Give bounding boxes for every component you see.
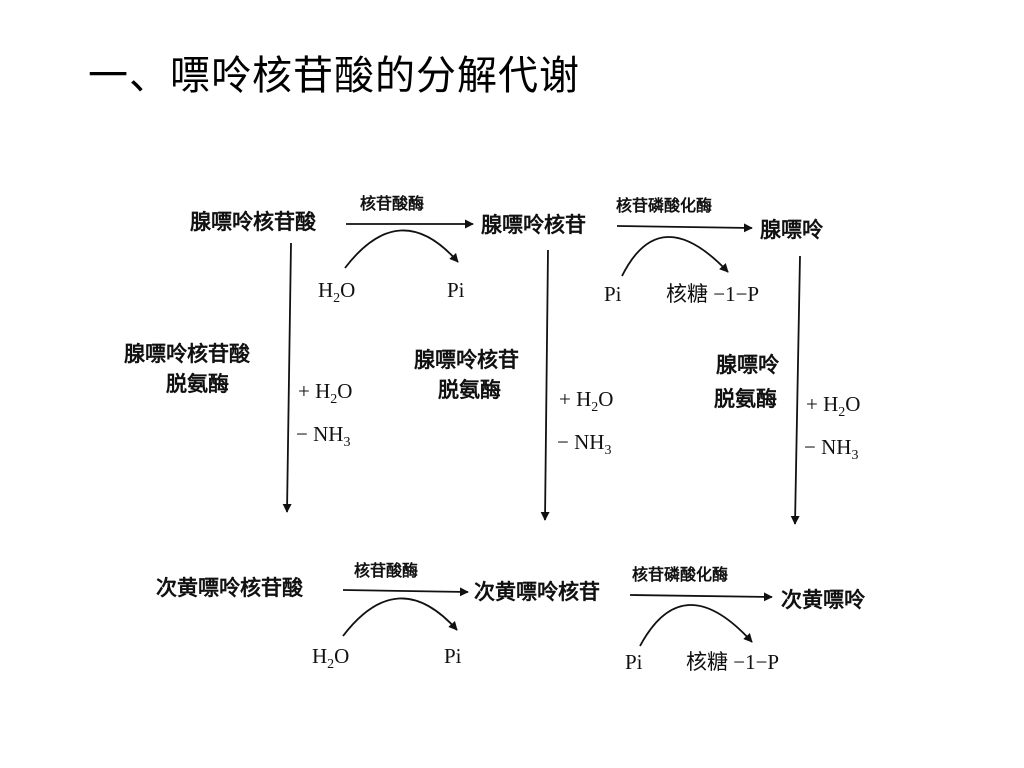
enzyme-label-adenine-deaminase-line1: 腺嘌呤 [716, 353, 780, 377]
plus-water-label-1: + H2O [298, 379, 352, 407]
enzyme-label-nucleotidase-2: 核苷酸酶 [354, 561, 418, 580]
pi-label-4: Pi [625, 650, 643, 674]
enzyme-label-amp-deaminase-line1: 腺嘌呤核苷酸 [124, 342, 251, 366]
compound-imp: 次黄嘌呤核苷酸 [156, 576, 304, 600]
cosubstrate-curve-2 [621, 236, 729, 277]
compound-hypoxanthine: 次黄嘌呤 [781, 588, 866, 612]
enzyme-label-nucleotidase-1: 核苷酸酶 [360, 194, 424, 213]
slide-title: 一、嘌呤核苷酸的分解代谢 [88, 53, 580, 99]
compound-adenosine: 腺嘌呤核苷 [481, 213, 586, 237]
enzyme-label-phosphorylase-1: 核苷磷酸化酶 [616, 196, 712, 215]
ribose-phosphate-label-2: 核糖 −1−P [686, 650, 779, 674]
minus-ammonia-label-1: − NH3 [296, 422, 350, 450]
deamination-arrow-adenine [790, 255, 801, 525]
pi-label-1: Pi [447, 278, 465, 302]
pi-label-2: Pi [604, 282, 622, 306]
plus-water-label-2: + H2O [559, 387, 613, 415]
water-label-2: H2O [312, 644, 349, 672]
compound-inosine: 次黄嘌呤核苷 [474, 580, 600, 604]
minus-ammonia-label-3: − NH3 [804, 435, 858, 463]
enzyme-label-adenosine-deaminase-line2: 脱氨酶 [438, 378, 501, 402]
pi-label-3: Pi [444, 644, 462, 668]
enzyme-label-adenine-deaminase-line2: 脱氨酶 [714, 387, 777, 411]
enzyme-label-amp-deaminase-line2: 脱氨酶 [166, 372, 229, 396]
cosubstrate-curve-4 [639, 604, 753, 647]
compound-adenine: 腺嘌呤 [760, 218, 824, 242]
water-label-1: H2O [318, 278, 355, 306]
enzyme-label-phosphorylase-2: 核苷磷酸化酶 [632, 565, 728, 584]
minus-ammonia-label-2: − NH3 [557, 430, 611, 458]
reaction-arrow-inosine-to-hypoxanthine [629, 592, 773, 602]
reaction-arrow-adenosine-to-adenine [616, 223, 753, 233]
reaction-arrow-imp-to-inosine [342, 587, 469, 597]
deamination-arrow-adenosine [540, 249, 550, 521]
enzyme-label-adenosine-deaminase-line1: 腺嘌呤核苷 [414, 348, 519, 372]
ribose-phosphate-label-1: 核糖 −1−P [666, 282, 759, 306]
deamination-arrow-amp [282, 242, 292, 513]
cosubstrate-curve-1 [344, 229, 459, 269]
cosubstrate-curve-3 [342, 597, 458, 637]
plus-water-label-3: + H2O [806, 392, 860, 420]
compound-amp: 腺嘌呤核苷酸 [190, 210, 317, 234]
